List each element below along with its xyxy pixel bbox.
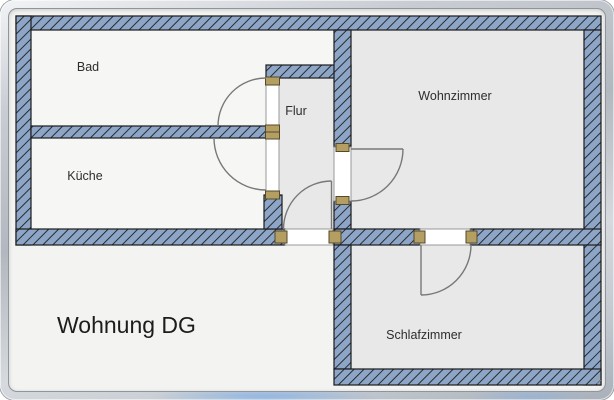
door-jamb-schlafzimmer-left — [413, 230, 426, 244]
wall-left — [15, 15, 32, 246]
door-jamb-wohnzimmer-top — [335, 143, 350, 152]
wall-bad-kueche-divider — [30, 125, 267, 139]
door-jamb-bad-top — [265, 76, 280, 86]
door-opening-wohnzimmer — [333, 146, 352, 202]
wall-schlafzimmer-top-right — [469, 228, 602, 246]
door-arc-wohnzimmer — [350, 148, 404, 202]
door-opening-schlafzimmer — [419, 228, 471, 246]
room-label-wohnzimmer: Wohnzimmer — [418, 89, 491, 103]
room-label-bad: Bad — [77, 60, 99, 74]
door-jamb-entry-right — [328, 230, 342, 244]
wall-kueche-bottom — [15, 228, 286, 246]
wall-schlafzimmer-bottom — [333, 368, 602, 386]
door-arc-schlafzimmer — [420, 244, 472, 296]
door-arc-entry — [282, 180, 332, 230]
door-jamb-kueche-bottom — [265, 190, 280, 200]
room-floor-kueche — [31, 138, 266, 229]
wall-flur-wohnzimmer-lower — [333, 200, 352, 230]
door-jamb-kueche-top — [265, 131, 280, 140]
door-jamb-schlafzimmer-right — [465, 230, 478, 244]
door-jamb-bad-bottom — [265, 124, 280, 133]
wall-schlafzimmer-top-left — [333, 228, 421, 246]
room-floor-wohnzimmer — [351, 30, 584, 229]
door-jamb-wohnzimmer-bottom — [335, 196, 350, 205]
wall-flur-left-block — [263, 194, 283, 230]
door-arc-bad — [217, 77, 267, 127]
room-label-schlafzimmer: Schlafzimmer — [386, 328, 462, 342]
wall-top — [15, 15, 602, 31]
wall-right — [583, 29, 602, 386]
room-label-flur: Flur — [285, 104, 307, 118]
room-floor-schlafzimmer — [351, 245, 584, 369]
wall-schlafzimmer-left — [333, 244, 352, 370]
room-label-kueche: Küche — [67, 169, 102, 183]
room-floor-flur — [279, 78, 334, 229]
door-jamb-entry-left — [274, 230, 288, 244]
door-opening-entry — [284, 228, 334, 246]
wall-flur-wohnzimmer-upper — [333, 29, 352, 148]
plan-title: Wohnung DG — [57, 312, 196, 338]
door-arc-kueche — [213, 137, 267, 191]
resize-grip — [592, 374, 602, 385]
door-opening-kueche — [265, 137, 280, 196]
